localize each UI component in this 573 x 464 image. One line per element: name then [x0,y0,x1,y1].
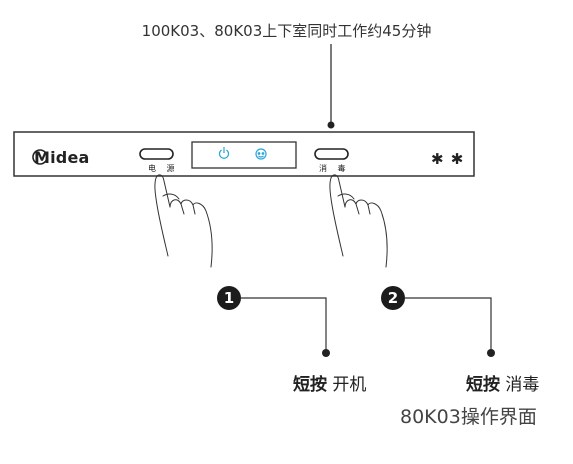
brand-logo-ring [32,149,48,165]
step-1-action-text: 开机 [332,375,367,395]
step-2-action-bold: 短按 [466,375,500,395]
step-2-action-text: 消毒 [505,375,540,395]
step-2-badge: 2 [381,286,405,310]
disinfect-button-label: 消 毒 [319,164,350,173]
callout-1-leader [241,297,327,351]
diagram-caption: 80K03操作界面 [400,406,537,428]
note-leader-dot [327,121,335,129]
star-rating-marks: ✱ ✱ [431,150,465,168]
step-1-badge: 1 [217,286,241,310]
step-1-action: 短按 开机 [293,370,366,395]
callout-2-dot [487,349,495,357]
step-1-action-bold: 短按 [293,375,327,395]
hand-pointer-disinfect [329,174,388,268]
power-icon [218,147,230,159]
hand-pointer-power [154,174,213,268]
power-button [139,148,174,160]
callout-1-dot [322,349,330,357]
step-2-action: 短按 消毒 [466,370,539,395]
disinfect-button [314,148,349,160]
brand-logo: Midea [34,148,90,167]
power-button-label: 电 源 [148,164,179,173]
display-window [191,141,297,169]
child-lock-icon [255,148,267,160]
callout-2-leader [405,297,492,351]
top-note: 100K03、80K03上下室同时工作约45分钟 [141,22,432,40]
